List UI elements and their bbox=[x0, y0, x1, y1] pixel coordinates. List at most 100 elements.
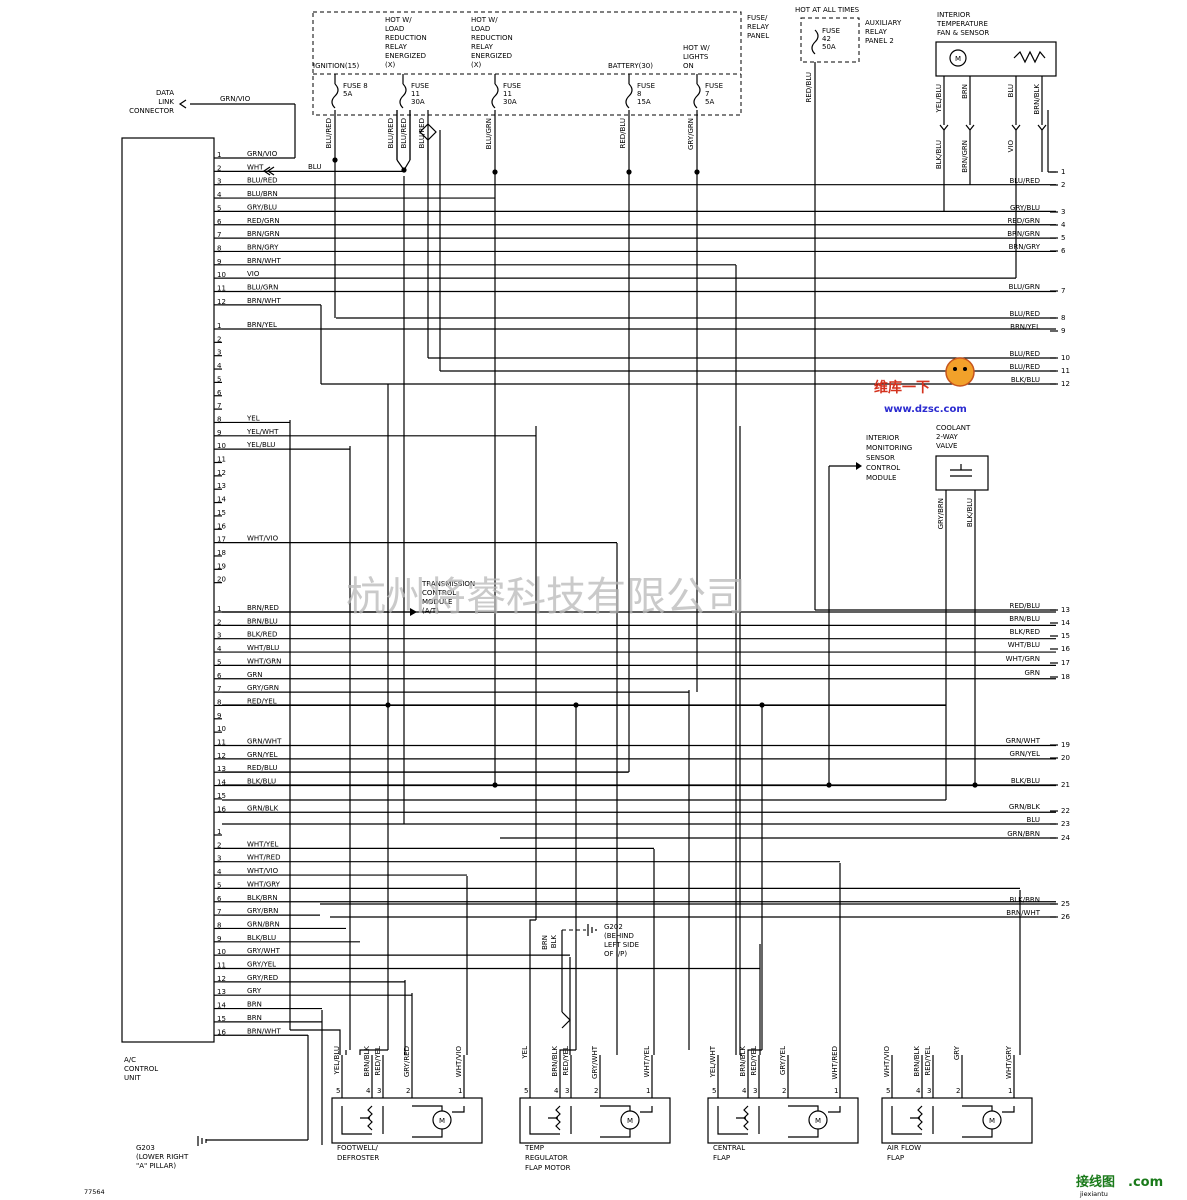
hot-load-header: LOAD bbox=[385, 25, 404, 33]
motor-box bbox=[519, 1097, 671, 1144]
fuse-wire-label: GRY/GRN bbox=[687, 118, 695, 150]
right-connection-wire-label: BRN/GRN bbox=[1007, 230, 1040, 238]
connector-d-wire-label: GRN/BRN bbox=[247, 920, 280, 928]
connector-c-wire-label: BLK/RED bbox=[247, 631, 277, 639]
right-connection-wire-label: GRN/WHT bbox=[1006, 737, 1041, 745]
right-connection-number: 24 bbox=[1061, 834, 1070, 842]
connector-c-pin: 7 bbox=[217, 685, 221, 693]
interior-monitor-label: MONITORING bbox=[866, 444, 912, 452]
motor-pin-label: 3 bbox=[753, 1087, 757, 1095]
fuse-wire-label: BLU/RED bbox=[387, 118, 395, 149]
fuse-icon bbox=[811, 29, 819, 55]
right-connection-number: 18 bbox=[1061, 673, 1070, 681]
watermark-jiexiantu: 接线图 bbox=[1076, 1174, 1115, 1190]
connector-a-wire-label: BRN/GRY bbox=[247, 243, 279, 251]
motor-wire-label: YEL/WHT bbox=[709, 1045, 717, 1078]
right-connection-wire-label: WHT/BLU bbox=[1008, 641, 1040, 649]
connector-b-pin: 18 bbox=[217, 549, 226, 557]
fuse-icon bbox=[491, 83, 499, 109]
motor-pin-label: 1 bbox=[1008, 1087, 1012, 1095]
right-connection-wire-label: BLU/RED bbox=[1009, 310, 1040, 318]
splice-dot bbox=[401, 167, 407, 173]
motor-internal-wire bbox=[891, 1106, 934, 1135]
right-connection-wire-label: BLU/RED bbox=[1009, 350, 1040, 358]
connector-d-pin: 6 bbox=[217, 895, 222, 903]
connector-c-wire-label: RED/YEL bbox=[247, 697, 277, 705]
motor-wire-label: GRY/YEL bbox=[779, 1046, 787, 1075]
connector-a-wire-label: GRN/VIO bbox=[247, 150, 278, 158]
hot-lights-header: ON bbox=[683, 62, 694, 70]
connector-d-pin: 8 bbox=[217, 921, 221, 929]
interior-temp-wire-label: BRN/BLK bbox=[1033, 84, 1041, 115]
fuse-label: 30A bbox=[503, 98, 517, 106]
connector-b-wire-label: YEL/WHT bbox=[246, 428, 279, 436]
g202-wire-label: BRN bbox=[541, 935, 549, 950]
fuse-icon bbox=[399, 83, 407, 109]
fuse-wire-label: RED/BLU bbox=[619, 118, 627, 149]
right-connection-number: 8 bbox=[1061, 314, 1065, 322]
interior-temp-wire-label-lower: VIO bbox=[1007, 140, 1015, 153]
motor-symbol: M bbox=[989, 1117, 995, 1125]
motor-pin-label: 3 bbox=[927, 1087, 931, 1095]
right-connection-number: 11 bbox=[1061, 367, 1070, 375]
hot-load-header: HOT W/ bbox=[385, 16, 412, 24]
connector-c-pin: 5 bbox=[217, 658, 221, 666]
connector-a-wire-label: VIO bbox=[247, 270, 260, 278]
connector-a-wire-label: BRN/GRN bbox=[247, 230, 280, 238]
right-connection-number: 16 bbox=[1061, 645, 1070, 653]
data-link-connector-label: CONNECTOR bbox=[129, 107, 174, 115]
connector-a-pin: 10 bbox=[217, 271, 226, 279]
connector-b-pin: 11 bbox=[217, 456, 226, 464]
fuse-relay-panel-label: RELAY bbox=[747, 23, 770, 31]
hot-at-all-times-header: HOT AT ALL TIMES bbox=[795, 6, 860, 14]
interior-temp-box bbox=[935, 41, 1057, 77]
motor-internal-wire bbox=[717, 1106, 760, 1135]
hot-load-header: RELAY bbox=[471, 43, 494, 51]
right-connection-wire-label: GRN bbox=[1024, 669, 1040, 677]
motor-name-label: REGULATOR bbox=[525, 1154, 568, 1162]
g202-wire-label: BLK bbox=[550, 935, 558, 949]
connector-a-wire-label: BRN/WHT bbox=[247, 297, 281, 305]
motor-pin-label: 5 bbox=[336, 1087, 340, 1095]
tcm-label: TRANSMISSION bbox=[421, 580, 475, 588]
connector-a-wire-label: GRY/BLU bbox=[247, 203, 277, 211]
wire bbox=[747, 1049, 762, 1055]
right-connection-number: 17 bbox=[1061, 659, 1070, 667]
connector-b-pin: 2 bbox=[217, 335, 221, 343]
sensor-resistor-icon bbox=[1013, 50, 1046, 64]
connector-c-pin: 4 bbox=[217, 645, 222, 653]
aux-relay-panel-label: PANEL 2 bbox=[865, 37, 894, 45]
tcm-label: MODULE bbox=[422, 598, 452, 606]
connector-d-pin: 4 bbox=[217, 868, 222, 876]
connector-a-pin: 3 bbox=[217, 178, 221, 186]
hot-load-header: ENERGIZED bbox=[471, 52, 512, 60]
right-connection-number: 5 bbox=[1061, 234, 1065, 242]
right-connection-wire-label: BLK/BRN bbox=[1009, 896, 1040, 904]
connector-d-pin: 10 bbox=[217, 948, 226, 956]
motor-box bbox=[881, 1097, 1033, 1144]
tcm-label: (A/T) bbox=[422, 607, 439, 615]
motor-pin-label: 3 bbox=[377, 1087, 381, 1095]
connector-a-wire-label: BRN/WHT bbox=[247, 257, 281, 265]
arrow-icon bbox=[856, 462, 862, 470]
coolant-valve-label: VALVE bbox=[936, 442, 957, 450]
hot-load-header: (X) bbox=[385, 61, 396, 69]
motor-wire-label: GRY/WHT bbox=[591, 1045, 599, 1079]
data-link-wire-label: GRN/VIO bbox=[220, 95, 251, 103]
connector-c-pin: 14 bbox=[217, 779, 226, 787]
motor-pin-label: 5 bbox=[524, 1087, 528, 1095]
right-connection-number: 12 bbox=[1061, 380, 1070, 388]
connector-b-pin: 16 bbox=[217, 522, 226, 530]
connector-a-pin: 12 bbox=[217, 298, 226, 306]
connector-a-pin: 4 bbox=[217, 191, 222, 199]
fuse-label: 30A bbox=[411, 98, 425, 106]
fuse-wire-label: BLU/RED bbox=[325, 118, 333, 149]
right-connection-wire-label: BLK/RED bbox=[1010, 628, 1040, 636]
motor-internal-wire bbox=[412, 1105, 465, 1138]
right-connection-number: 10 bbox=[1061, 354, 1070, 362]
connector-arrow-icon bbox=[939, 124, 949, 131]
motor-name-label: FLAP bbox=[713, 1154, 730, 1162]
valve-coil-icon bbox=[950, 464, 972, 477]
ground-g203-label: G203 bbox=[136, 1144, 155, 1152]
coolant-valve-wire-label: GRY/BRN bbox=[937, 498, 945, 529]
